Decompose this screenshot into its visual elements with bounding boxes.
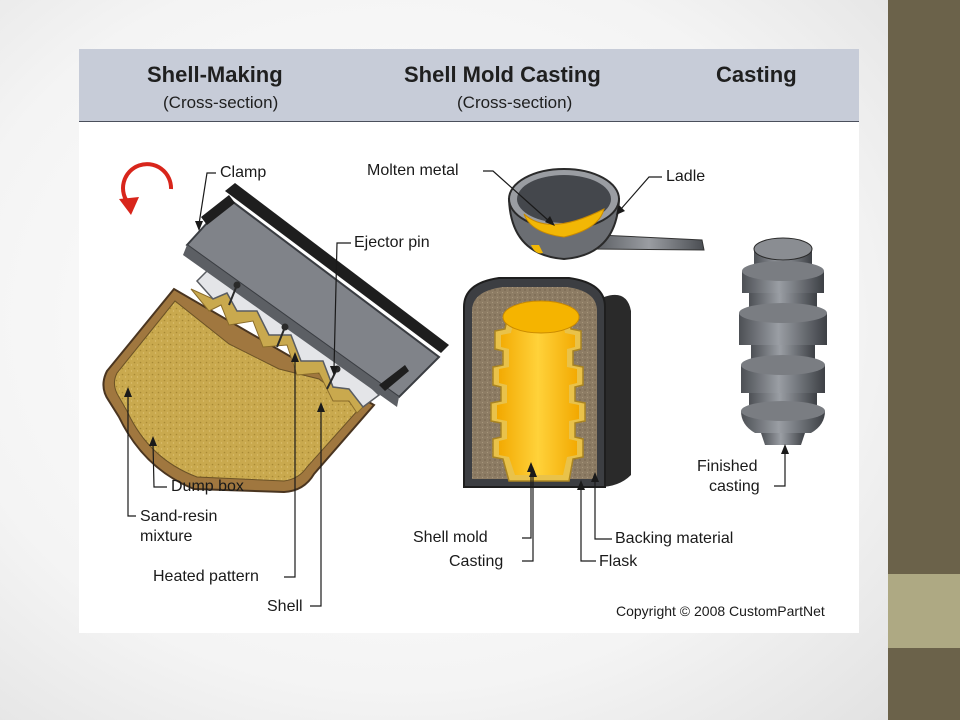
label-finished-line2: casting bbox=[709, 478, 760, 495]
label-dump-box: Dump box bbox=[171, 478, 244, 495]
label-casting: Casting bbox=[449, 553, 504, 570]
leader-arrowheads bbox=[124, 205, 789, 490]
label-shell-mold: Shell mold bbox=[413, 529, 488, 546]
label-finished-line1: Finished bbox=[697, 458, 758, 475]
shell-making-subtitle: (Cross-section) bbox=[163, 93, 279, 112]
sand-resin-mixture bbox=[113, 300, 360, 482]
label-sand-resin-line1: Sand-resin bbox=[140, 508, 218, 525]
shell-mold-casting-diagram: Shell-Making (Cross-section) Shell Mold … bbox=[79, 49, 859, 633]
molten-casting bbox=[497, 315, 579, 475]
label-clamp: Clamp bbox=[220, 164, 267, 181]
casting-title: Casting bbox=[716, 62, 797, 87]
diagram-header: Shell-Making (Cross-section) Shell Mold … bbox=[79, 49, 859, 122]
shell-mold-casting-subtitle: (Cross-section) bbox=[457, 93, 573, 112]
label-sand-resin-line2: mixture bbox=[140, 528, 193, 545]
diagram-artwork bbox=[102, 162, 827, 607]
copyright-notice: Copyright © 2008 CustomPartNet bbox=[616, 603, 825, 619]
rotation-arrow bbox=[121, 162, 174, 206]
label-ejector-pin: Ejector pin bbox=[354, 234, 430, 251]
side-bar-bottom bbox=[888, 648, 960, 720]
ladle-illustration bbox=[507, 168, 705, 261]
shell-making-illustration bbox=[102, 162, 449, 494]
side-bar-accent bbox=[888, 574, 960, 648]
leader-lines bbox=[127, 170, 786, 607]
rotation-arrowhead bbox=[119, 197, 139, 215]
label-flask: Flask bbox=[599, 553, 638, 570]
side-bar-top bbox=[888, 0, 960, 574]
label-ladle: Ladle bbox=[666, 168, 706, 185]
flask-illustration bbox=[463, 277, 631, 488]
label-backing-material: Backing material bbox=[615, 530, 734, 547]
finished-casting-illustration bbox=[739, 237, 827, 445]
label-heated-pattern: Heated pattern bbox=[153, 568, 259, 585]
shell-mold-casting-title: Shell Mold Casting bbox=[404, 62, 601, 87]
clamp-top bbox=[201, 195, 235, 225]
label-shell: Shell bbox=[267, 598, 303, 615]
label-molten-metal: Molten metal bbox=[367, 162, 459, 179]
flask-right-side bbox=[599, 294, 631, 487]
shell-making-title: Shell-Making bbox=[147, 62, 283, 87]
